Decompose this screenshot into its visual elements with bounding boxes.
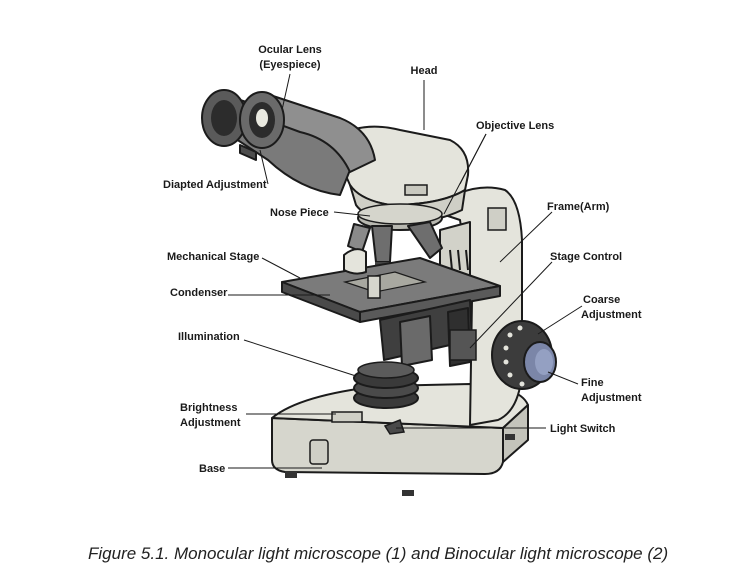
label-base: Base — [199, 463, 225, 475]
label-illumination: Illumination — [178, 331, 240, 343]
label-light-switch: Light Switch — [550, 423, 616, 435]
label-ocular-lens-sub: (Eyespiece) — [259, 59, 320, 71]
leader-illumination — [244, 340, 356, 376]
leader-coarse — [538, 306, 582, 334]
figure-caption: Figure 5.1. Monocular light microscope (… — [0, 544, 730, 564]
label-objective-lens: Objective Lens — [476, 120, 554, 132]
label-diopter-adjustment: Diapted Adjustment — [163, 179, 267, 191]
label-nose-piece: Nose Piece — [270, 207, 329, 219]
leader-mech-stage — [262, 258, 300, 278]
label-coarse-adjustment: Coarse — [583, 294, 620, 306]
microscope-illustration — [202, 90, 556, 496]
label-fine-adjustment-sub: Adjustment — [581, 392, 642, 404]
leader-fine — [548, 372, 578, 384]
label-ocular-lens: Ocular Lens — [258, 44, 322, 56]
illuminator — [354, 362, 418, 408]
label-fine-adjustment: Fine — [581, 377, 604, 389]
label-stage-control: Stage Control — [550, 251, 622, 263]
label-brightness-adjustment: Brightness — [180, 402, 237, 414]
focus-knobs — [492, 321, 556, 389]
label-brightness-adjustment-sub: Adjustment — [180, 417, 241, 429]
label-frame-arm: Frame(Arm) — [547, 201, 610, 213]
label-mechanical-stage: Mechanical Stage — [167, 251, 259, 263]
label-coarse-adjustment-sub: Adjustment — [581, 309, 642, 321]
label-condenser: Condenser — [170, 287, 228, 299]
label-head: Head — [411, 65, 438, 77]
